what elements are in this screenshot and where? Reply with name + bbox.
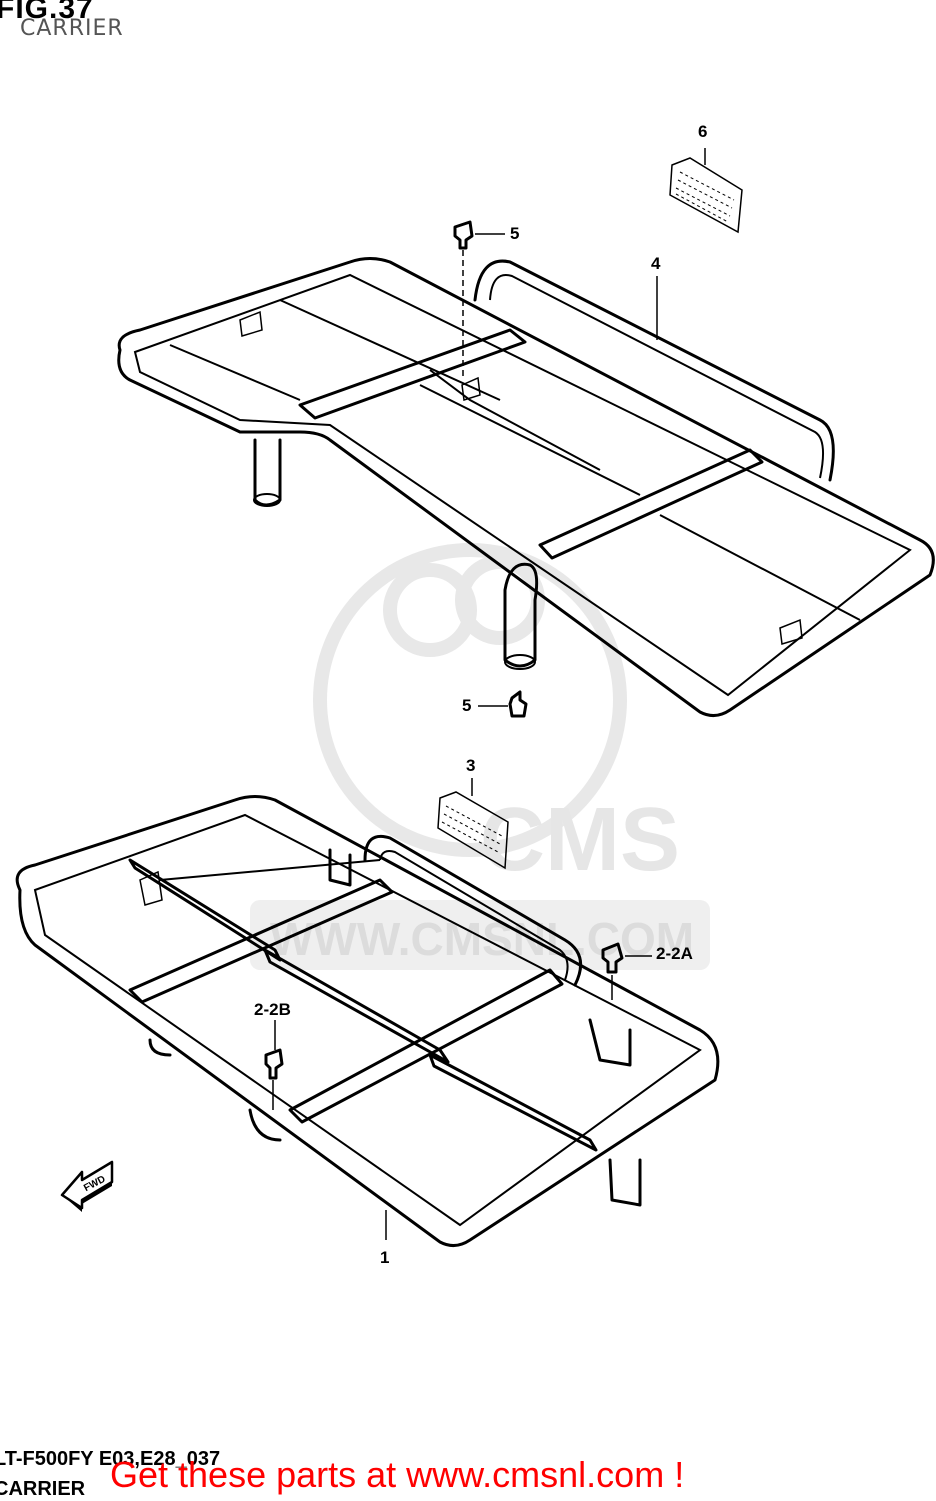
callout-part-3: 3 <box>466 756 476 775</box>
callout-part-6: 6 <box>698 122 708 141</box>
watermark-text: WWW.CMSNL.COM <box>270 913 694 965</box>
front-carrier-part-4 <box>117 257 935 717</box>
bolt-part-2-2a <box>601 942 652 1000</box>
promo-link[interactable]: Get these parts at www.cmsnl.com ! <box>110 1454 685 1495</box>
bolt-part-5-mid <box>478 690 528 718</box>
decal-part-3 <box>437 778 509 870</box>
callout-part-1: 1 <box>380 1248 390 1267</box>
decal-part-6 <box>669 148 743 234</box>
callout-part-5-top: 5 <box>510 224 520 243</box>
callout-part-2-2b: 2-2B <box>254 1000 291 1019</box>
fwd-arrow-icon: FWD <box>60 1160 114 1212</box>
rear-carrier-part-1 <box>15 795 720 1247</box>
watermark-logo: WWW.CMSNL.COM CMS <box>250 543 710 970</box>
bolt-part-2-2b <box>264 1020 284 1110</box>
model-code: LT-F500FY E03,E28_037 <box>0 1448 221 1470</box>
figure-label: FIG.37 <box>0 0 94 25</box>
callout-part-2-2a: 2-2A <box>656 944 693 963</box>
footer-section-name: CARRIER <box>0 1478 86 1500</box>
section-title: CARRIER <box>20 16 124 41</box>
callout-part-4: 4 <box>651 254 661 273</box>
bolt-part-5-top <box>453 220 505 380</box>
watermark-logo-text: CMS <box>480 790 680 890</box>
callout-part-5-mid: 5 <box>462 696 472 715</box>
